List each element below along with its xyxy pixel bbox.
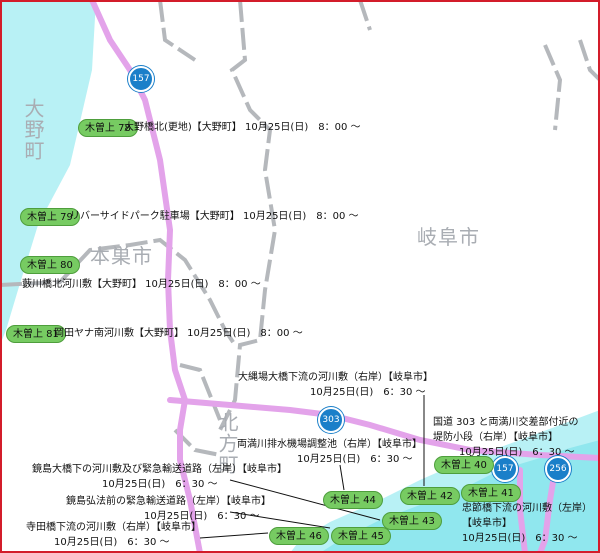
site-label-line: 10月25日(日) 6：30 〜 xyxy=(459,447,575,458)
city-label-motosu: 本巣市 xyxy=(90,244,153,268)
site-label-line: 岡田ヤナ南河川敷【大野町】 10月25日(日) 8：00 〜 xyxy=(54,328,303,339)
site-label-line: 10月25日(日) 6：30 〜 xyxy=(102,479,218,490)
site-label: 岡田ヤナ南河川敷【大野町】 10月25日(日) 8：00 〜 xyxy=(54,326,303,341)
site-label: 藪川橋北河川敷【大野町】 10月25日(日) 8：00 〜 xyxy=(22,277,261,292)
site-badge: 木曽上 41 xyxy=(461,484,521,502)
site-badge: 木曽上 81 xyxy=(6,325,66,343)
site-label-line: リバーサイドパーク駐車場【大野町】 10月25日(日) 8：00 〜 xyxy=(70,211,359,222)
route-shield-303: 303 xyxy=(318,407,344,433)
site-label-line: 藪川橋北河川敷【大野町】 10月25日(日) 8：00 〜 xyxy=(22,279,261,290)
site-badge: 木曽上 44 xyxy=(323,491,383,509)
site-label-line: 10月25日(日) 6：30 〜 xyxy=(310,387,426,398)
site-badge: 木曽上 78 xyxy=(78,119,138,137)
town-label-ono: 大野町 xyxy=(21,98,45,161)
leader-46 xyxy=(199,532,269,539)
site-label-line: 大縄場大橋下流の河川敷（右岸）【岐阜市】 xyxy=(238,372,433,383)
site-label: 寺田橋下流の河川敷（右岸）【岐阜市】 10月25日(日) 6：30 〜 xyxy=(26,520,201,550)
site-label: 忠節橋下流の河川敷（左岸） 【岐阜市】 10月25日(日) 6：30 〜 xyxy=(462,501,592,546)
site-label-line: 10月25日(日) 6：30 〜 xyxy=(144,511,260,522)
site-label-line: 寺田橋下流の河川敷（右岸）【岐阜市】 xyxy=(26,522,201,533)
site-badge: 木曽上 79 xyxy=(20,208,80,226)
ibi-river xyxy=(0,0,96,345)
site-badge: 木曽上 40 xyxy=(434,456,494,474)
site-badge: 木曽上 43 xyxy=(382,512,442,530)
site-label-line: 国道 303 と両満川交差部付近の xyxy=(433,417,579,428)
town-label-kitagata: 北方町 xyxy=(215,412,239,475)
site-label-line: 大野橋北(更地)【大野町】 10月25日(日) 8：00 〜 xyxy=(124,122,361,133)
site-badge: 木曽上 45 xyxy=(331,527,391,545)
site-label: 両満川排水機場調整池（右岸）【岐阜市】 10月25日(日) 6：30 〜 xyxy=(237,437,422,467)
site-label-line: 【岐阜市】 xyxy=(462,518,512,529)
site-label-line: 10月25日(日) 6：30 〜 xyxy=(54,537,170,548)
site-label-line: 10月25日(日) 6：30 〜 xyxy=(462,533,578,544)
site-label-line: 堤防小段（右岸）【岐阜市】 xyxy=(433,432,558,443)
site-badge: 木曽上 46 xyxy=(269,527,329,545)
site-badge: 木曽上 80 xyxy=(20,256,80,274)
route-shield-157-north: 157 xyxy=(128,66,154,92)
site-label-line: 忠節橋下流の河川敷（左岸） xyxy=(462,503,592,514)
site-label-line: 両満川排水機場調整池（右岸）【岐阜市】 xyxy=(237,439,422,450)
site-label: 大縄場大橋下流の河川敷（右岸）【岐阜市】 10月25日(日) 6：30 〜 xyxy=(238,370,433,400)
site-badge: 木曽上 42 xyxy=(400,487,460,505)
site-label-line: 鏡島弘法前の緊急輸送道路（左岸）【岐阜市】 xyxy=(66,496,271,507)
site-label-line: 10月25日(日) 6：30 〜 xyxy=(297,454,413,465)
site-label: 鏡島大橋下の河川敷及び緊急輸送道路（左岸）【岐阜市】 10月25日(日) 6：3… xyxy=(32,462,287,492)
route-shield-157-south: 157 xyxy=(492,456,518,482)
city-label-gifu: 岐阜市 xyxy=(417,225,480,249)
route-shield-256: 256 xyxy=(545,456,571,482)
site-label: 鏡島弘法前の緊急輸送道路（左岸）【岐阜市】 10月25日(日) 6：30 〜 xyxy=(66,494,271,524)
site-label: 国道 303 と両満川交差部付近の 堤防小段（右岸）【岐阜市】 10月25日(日… xyxy=(433,415,578,460)
leader-44 xyxy=(339,464,345,491)
leader-45 xyxy=(229,511,331,529)
leader-43 xyxy=(229,479,381,521)
site-label: 大野橋北(更地)【大野町】 10月25日(日) 8：00 〜 xyxy=(124,120,361,135)
site-label: リバーサイドパーク駐車場【大野町】 10月25日(日) 8：00 〜 xyxy=(70,209,359,224)
site-label-line: 鏡島大橋下の河川敷及び緊急輸送道路（左岸）【岐阜市】 xyxy=(32,464,287,475)
